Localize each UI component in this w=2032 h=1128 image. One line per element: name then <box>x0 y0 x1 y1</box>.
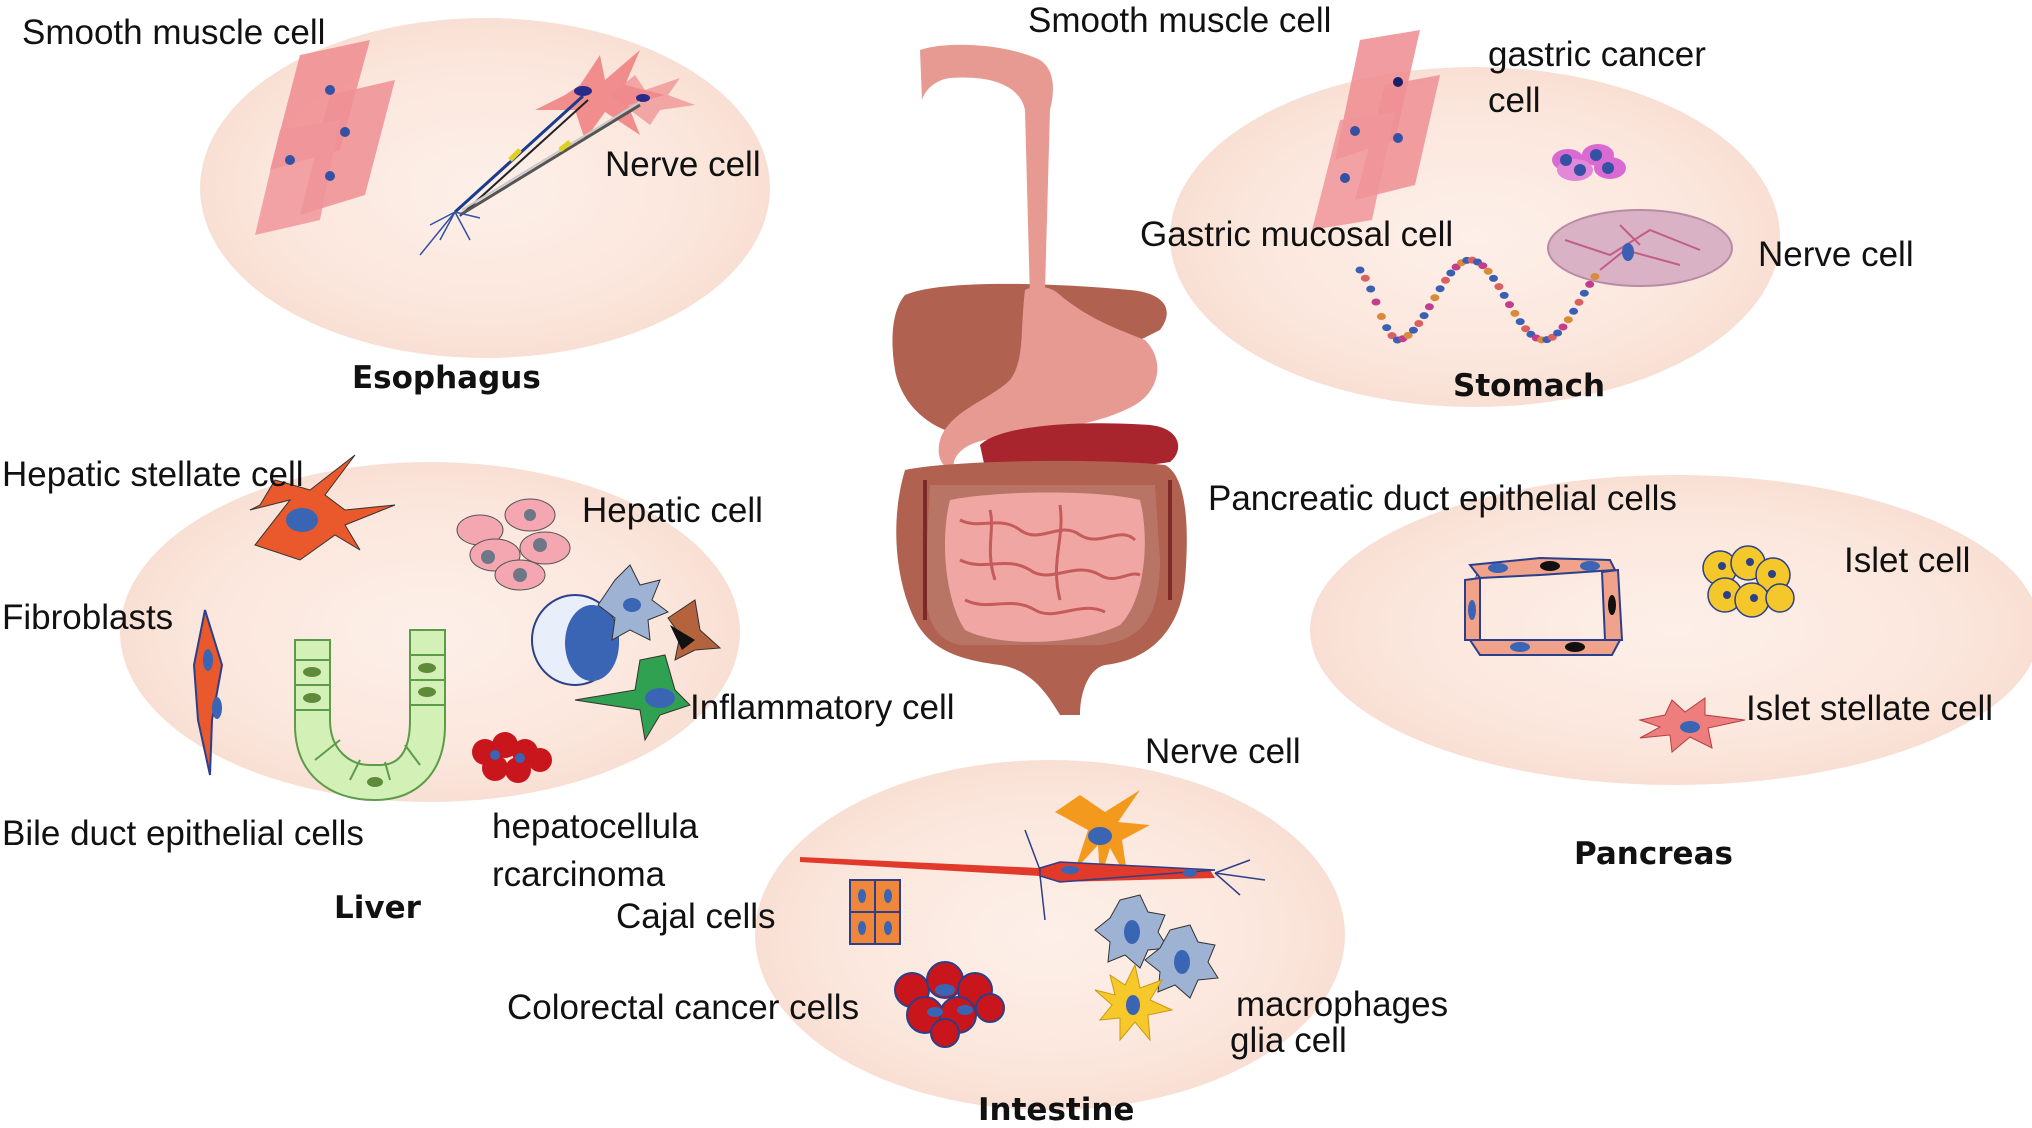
mucosal-cell-bead <box>1355 266 1365 274</box>
mucosal-cell-bead <box>1441 276 1450 284</box>
pancreas-region <box>1310 475 2032 785</box>
esophagus-tube <box>920 44 1053 300</box>
smooth-muscle-cell-stomach-icon <box>1312 30 1440 230</box>
mucosal-cell-bead <box>1451 263 1461 271</box>
macrophages-label: macrophages <box>1236 985 1449 1024</box>
hepatocellular-carcinoma-label-line1: hepatocellula <box>492 807 699 846</box>
inflammatory-cell-label: Inflammatory cell <box>690 688 955 727</box>
liver-organ-label: Liver <box>334 890 421 926</box>
mucosal-cell-bead <box>1590 273 1600 280</box>
mucosal-cell-bead <box>1563 316 1573 324</box>
mucosal-cell-bead <box>1403 331 1413 339</box>
glia-cell-label: glia cell <box>1230 1021 1347 1060</box>
mucosal-cell-bead <box>1478 262 1488 270</box>
macrophage-icon <box>1094 894 1219 999</box>
stomach-organ <box>938 286 1158 470</box>
mucosal-cell-bead <box>1505 301 1514 309</box>
mucosal-cell-bead <box>1558 323 1568 331</box>
mucosal-cell-bead <box>1424 303 1434 311</box>
mucosal-cell-bead <box>1579 289 1589 297</box>
mucosal-cell-bead <box>1521 325 1531 333</box>
center-smooth-muscle-cell-label: Smooth muscle cell <box>1028 1 1332 40</box>
stomach-region <box>1170 67 1780 407</box>
smooth-muscle-cell-esophagus-icon <box>255 40 395 235</box>
mucosal-cell-bead <box>1435 285 1445 293</box>
fibroblasts-label: Fibroblasts <box>2 598 174 637</box>
stomach-organ-label: Stomach <box>1453 368 1606 404</box>
gastric-mucosal-cell-label: Gastric mucosal cell <box>1140 215 1454 254</box>
hepatocellular-carcinoma-label-line2: rcarcinoma <box>492 855 666 894</box>
pancreatic-duct-epithelial-cell-icon <box>1464 556 1624 656</box>
hepatic-stellate-cell-label: Hepatic stellate cell <box>2 455 304 494</box>
mucosal-cell-bead <box>1371 298 1381 306</box>
mucosal-cell-bead <box>1360 274 1370 282</box>
mucosal-cell-bead <box>1585 280 1595 288</box>
esophagus-nerve-cell-label: Nerve cell <box>605 145 761 184</box>
stomach-nerve-cell-label: Nerve cell <box>1758 235 1914 274</box>
gastric-mucosal-cell-chain <box>1355 256 1600 344</box>
mucosal-cell-bead <box>1419 312 1429 320</box>
pancreatic-duct-epithelial-cells-label: Pancreatic duct epithelial cells <box>1208 479 1677 518</box>
mucosal-cell-bead <box>1499 291 1509 299</box>
mucosal-cell-bead <box>1376 313 1386 320</box>
nerve-cell-stomach-icon <box>1547 209 1733 287</box>
nerve-cell-intestine-icon <box>800 790 1266 921</box>
intestine-region <box>755 760 1345 1110</box>
gastric-cancer-label-line1: gastric cancer <box>1488 35 1706 74</box>
mucosal-cell-bead <box>1387 332 1397 340</box>
mucosal-cell-bead <box>1408 326 1418 334</box>
inflammatory-cell-icon <box>531 564 722 742</box>
glia-cell-icon <box>1094 963 1174 1042</box>
pancreas-organ-label: Pancreas <box>1574 836 1733 872</box>
cajal-cell-icon <box>849 879 901 945</box>
islet-cell-label: Islet cell <box>1844 541 1971 580</box>
esophagus-smooth-muscle-cell-label: Smooth muscle cell <box>22 13 326 52</box>
small-intestine <box>945 492 1145 642</box>
hepatocellular-carcinoma-icon <box>472 732 552 783</box>
gastric-cancer-label-line2: cell <box>1488 81 1541 120</box>
bile-duct-epithelial-cells-label: Bile duct epithelial cells <box>2 814 364 853</box>
esophagus-organ-label: Esophagus <box>352 360 541 396</box>
pancreas-organ <box>980 423 1179 470</box>
mucosal-cell-bead <box>1483 267 1493 275</box>
mucosal-cell-bead <box>1414 320 1424 327</box>
mucosal-cell-bead <box>1366 285 1376 293</box>
mucosal-cell-bead <box>1574 298 1584 306</box>
cajal-cells-label: Cajal cells <box>616 897 776 936</box>
mucosal-cell-bead <box>1430 294 1440 302</box>
hepatic-stellate-cell-icon <box>249 454 396 561</box>
colorectal-cancer-cells-label: Colorectal cancer cells <box>507 988 860 1027</box>
mucosal-cell-bead <box>1382 324 1392 332</box>
mucosal-cell-bead <box>1489 274 1498 282</box>
hepatic-cell-label: Hepatic cell <box>582 491 763 530</box>
bile-duct-epithelial-cell-icon <box>294 629 446 802</box>
gastric-cancer-cell-icon <box>1552 144 1626 181</box>
hepatic-cell-icon <box>456 498 571 591</box>
islet-cell-icon <box>1702 545 1795 618</box>
digestive-system-illustration <box>892 44 1187 715</box>
colorectal-cancer-cell-icon <box>894 961 1005 1048</box>
intestine-nerve-cell-label: Nerve cell <box>1145 732 1301 771</box>
nerve-cell-esophagus-icon <box>419 50 695 256</box>
islet-stellate-cell-icon <box>1638 697 1746 753</box>
mucosal-cell-bead <box>1553 329 1563 337</box>
islet-stellate-cell-label: Islet stellate cell <box>1746 689 1994 728</box>
mucosal-cell-bead <box>1446 269 1456 277</box>
mucosal-cell-bead <box>1494 283 1504 291</box>
intestine-organ-label: Intestine <box>978 1092 1135 1128</box>
mucosal-cell-bead <box>1569 307 1579 315</box>
mucosal-cell-bead <box>1510 309 1520 317</box>
fibroblast-icon <box>192 609 224 776</box>
mucosal-cell-bead <box>1515 318 1525 326</box>
